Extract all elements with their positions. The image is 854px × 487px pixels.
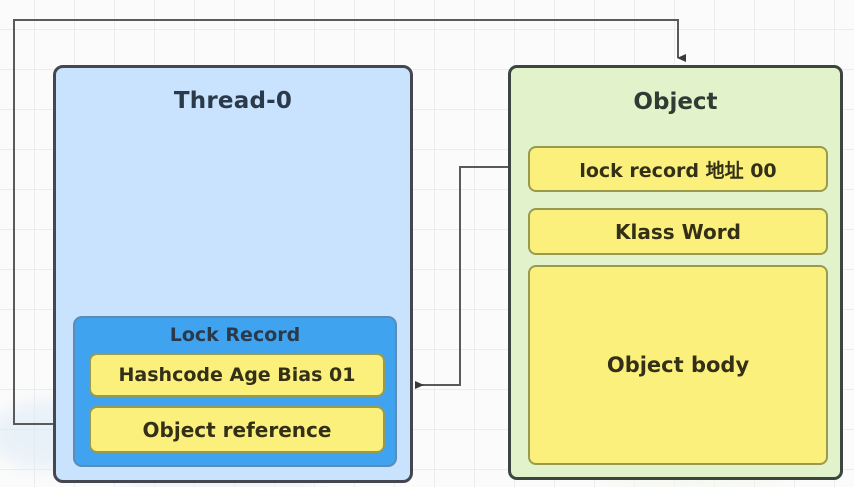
lock-record-title: Lock Record <box>169 324 301 346</box>
lock-record-box[interactable]: Lock Record Hashcode Age Bias 01 Object … <box>73 316 397 467</box>
lock-record-slot-hashcode-age-bias[interactable]: Hashcode Age Bias 01 <box>89 353 385 397</box>
thread-box[interactable]: Thread-0 Lock Record Hashcode Age Bias 0… <box>53 65 413 483</box>
thread-title: Thread-0 <box>173 88 293 114</box>
lock-record-slot-object-reference[interactable]: Object reference <box>89 406 385 453</box>
object-slot-object-body[interactable]: Object body <box>528 265 828 465</box>
object-slot-mark-word-lock-record-address[interactable]: lock record 地址 00 <box>528 146 828 192</box>
object-slot-klass-word[interactable]: Klass Word <box>528 208 828 255</box>
object-title: Object <box>633 89 718 115</box>
object-box[interactable]: Object lock record 地址 00 Klass Word Obje… <box>508 65 843 480</box>
